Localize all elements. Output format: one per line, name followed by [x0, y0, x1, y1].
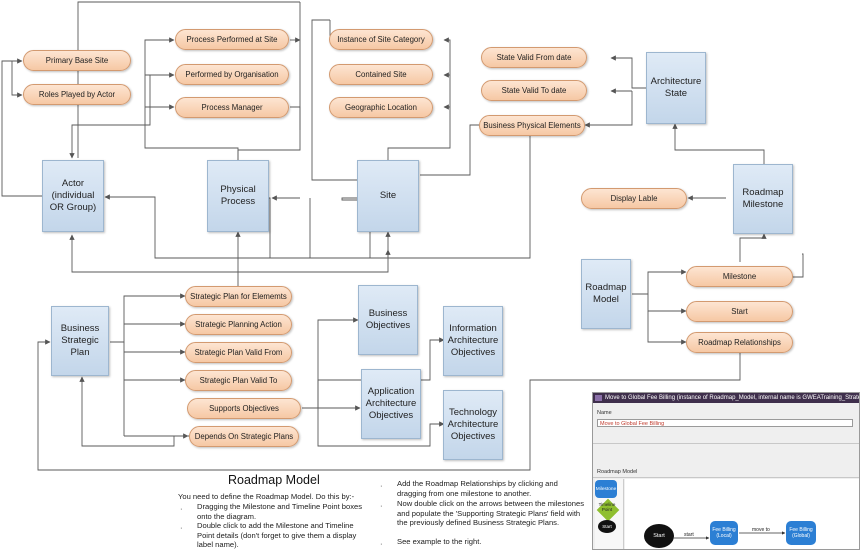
roadmap-model-box: Roadmap Model	[581, 259, 631, 329]
performed-by-organisation-pill: Performed by Organisation	[175, 64, 289, 85]
instructions-heading: Roadmap Model	[228, 473, 320, 487]
screenshot-name-input[interactable]: Move to Global Fee Billing	[597, 419, 853, 427]
strategic-planning-action-pill: Strategic Planning Action	[185, 314, 292, 335]
roadmap-milestone-box: Roadmap Milestone	[733, 164, 793, 234]
canvas-start-link-label: start	[684, 532, 694, 538]
palette-milestone-shape[interactable]: Milestone	[595, 480, 617, 498]
palette-timeline-point-label: Timeline Point	[598, 502, 616, 512]
instruction-step-4: Now double click on the arrows between t…	[397, 499, 584, 528]
divider	[593, 443, 859, 444]
strategic-plan-valid-from-pill: Strategic Plan Valid From	[185, 342, 292, 363]
instruction-step-1: Dragging the Milestone and Timeline Poin…	[197, 502, 363, 521]
site-box: Site	[357, 160, 419, 232]
technology-architecture-objectives-box: Technology Architecture Objectives	[443, 390, 503, 460]
architecture-state-box: Architecture State	[646, 52, 706, 124]
instruction-step-3: Add the Roadmap Relationships by clickin…	[397, 479, 558, 498]
screenshot-name-label: Name	[597, 410, 612, 416]
supports-objectives-pill: Supports Objectives	[187, 398, 301, 419]
window-icon	[595, 395, 602, 401]
bullet-marker: ·	[380, 481, 383, 490]
canvas-fee-billing-local-node[interactable]: Fee Billing (Local)	[710, 521, 738, 545]
physical-process-box: Physical Process	[207, 160, 269, 232]
instruction-step-2: Double click to add the Milestone and Ti…	[197, 521, 357, 550]
display-lable-pill: Display Lable	[581, 188, 687, 209]
actor-box: Actor (individual OR Group)	[42, 160, 104, 232]
divider	[593, 477, 859, 478]
instruction-step-5: See example to the right.	[397, 537, 482, 546]
strategic-plan-valid-to-pill: Strategic Plan Valid To	[185, 370, 292, 391]
roles-played-by-actor-pill: Roles Played by Actor	[23, 84, 131, 105]
instance-of-site-category-pill: Instance of Site Category	[329, 29, 433, 50]
bullet-marker: ·	[180, 523, 183, 532]
screenshot-title-bar: Move to Global Fee Billing (instance of …	[593, 393, 859, 403]
roadmap-relationships-pill: Roadmap Relationships	[686, 332, 793, 353]
information-architecture-objectives-box: Information Architecture Objectives	[443, 306, 503, 376]
process-performed-at-site-pill: Process Performed at Site	[175, 29, 289, 50]
geographic-location-pill: Geographic Location	[329, 97, 433, 118]
screenshot-roadmap-model-label: Roadmap Model	[597, 469, 638, 475]
bullet-marker: ·	[380, 501, 383, 510]
canvas-move-to-link-label: move to	[752, 527, 770, 533]
canvas-start-node[interactable]: Start	[644, 524, 674, 548]
depends-on-strategic-plans-pill: Depends On Strategic Plans	[189, 426, 299, 447]
business-objectives-box: Business Objectives	[358, 285, 418, 355]
business-strategic-plan-box: Business Strategic Plan	[51, 306, 109, 376]
business-physical-elements-pill: Business Physical Elements	[479, 115, 585, 136]
process-manager-pill: Process Manager	[175, 97, 289, 118]
contained-site-pill: Contained Site	[329, 64, 433, 85]
strategic-plan-for-elements-pill: Strategic Plan for Elememts	[185, 286, 292, 307]
instructions-intro: You need to define the Roadmap Model. Do…	[178, 492, 355, 501]
milestone-pill: Milestone	[686, 266, 793, 287]
palette-start-shape[interactable]: Start	[598, 520, 616, 533]
start-pill: Start	[686, 301, 793, 322]
bullet-marker: ·	[180, 504, 183, 513]
application-architecture-objectives-box: Application Architecture Objectives	[361, 369, 421, 439]
primary-base-site-pill: Primary Base Site	[23, 50, 131, 71]
state-valid-to-date-pill: State Valid To date	[481, 80, 587, 101]
canvas-fee-billing-global-node[interactable]: Fee Billing (Global)	[786, 521, 816, 545]
bullet-marker: ·	[380, 539, 383, 548]
state-valid-from-date-pill: State Valid From date	[481, 47, 587, 68]
